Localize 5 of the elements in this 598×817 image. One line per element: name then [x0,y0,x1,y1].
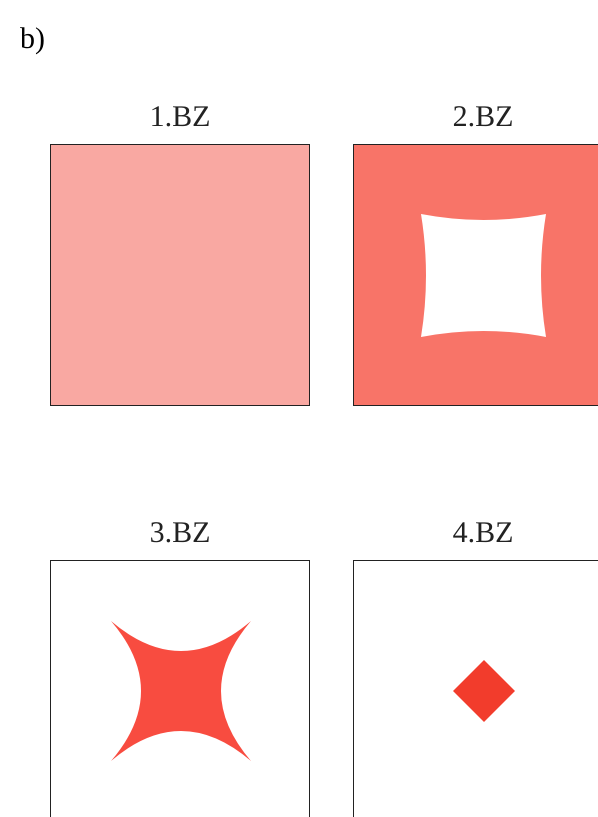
zone-title: 4.BZ [452,516,514,550]
zone-title: 3.BZ [148,516,212,550]
zone-title: 1.BZ [148,100,212,134]
panel-label: b) [20,22,45,56]
zone-title: 2.BZ [452,100,514,134]
